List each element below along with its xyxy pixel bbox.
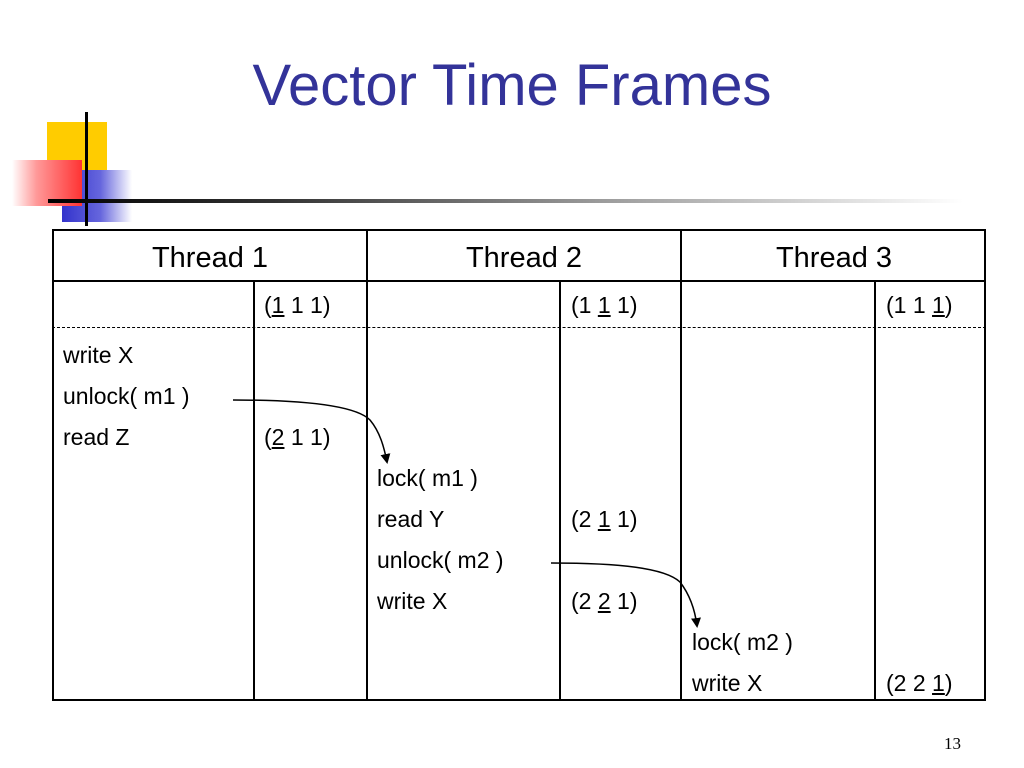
thread2-op-read-y: read Y — [377, 506, 445, 532]
thread3-clock: (2 2 1) — [886, 670, 953, 696]
unlock-m2-to-lock-m2-arrow-icon — [550, 562, 701, 628]
thread2-clock-after-read: (2 1 1) — [571, 506, 638, 532]
header-divider — [52, 280, 986, 282]
thread2-op-unlock-m2: unlock( m2 ) — [377, 547, 504, 573]
thread3-op-lock-m2: lock( m2 ) — [692, 629, 793, 655]
page-title: Vector Time Frames — [252, 53, 772, 118]
thread2-clock-after-write: (2 2 1) — [571, 588, 638, 614]
column-divider — [680, 229, 682, 701]
initial-row-divider — [52, 327, 986, 328]
thread1-op-unlock-m1: unlock( m1 ) — [63, 383, 190, 409]
vector-clock-table — [52, 229, 986, 701]
thread1-clock: (2 1 1) — [264, 424, 331, 450]
subcolumn-divider — [874, 281, 876, 701]
subcolumn-divider — [559, 281, 561, 701]
header-thread-2: Thread 2 — [465, 242, 583, 274]
column-divider — [366, 229, 368, 701]
page-number: 13 — [944, 734, 961, 753]
header-thread-3: Thread 3 — [775, 242, 893, 274]
subcolumn-divider — [253, 281, 255, 701]
thread1-op-write-x: write X — [63, 342, 134, 368]
thread1-initial-clock: (1 1 1) — [264, 292, 331, 318]
thread2-op-write-x: write X — [377, 588, 448, 614]
thread2-initial-clock: (1 1 1) — [571, 292, 638, 318]
unlock-m1-to-lock-m1-arrow-icon — [232, 399, 391, 464]
thread1-op-read-z: read Z — [63, 424, 130, 450]
header-thread-1: Thread 1 — [151, 242, 269, 274]
thread2-op-lock-m1: lock( m1 ) — [377, 465, 478, 491]
thread3-initial-clock: (1 1 1) — [886, 292, 953, 318]
thread3-op-write-x: write X — [692, 670, 763, 696]
title-underline-rule — [48, 199, 963, 203]
